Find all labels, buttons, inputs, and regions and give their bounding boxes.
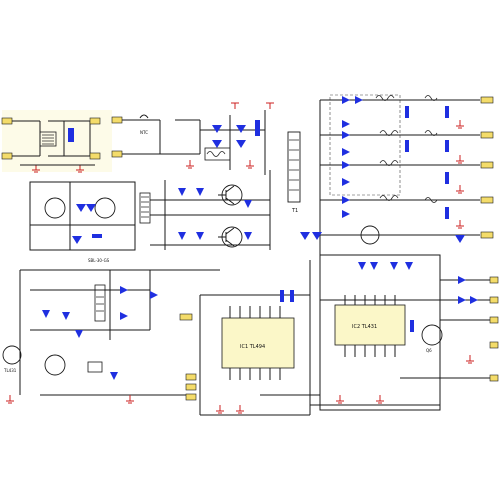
- output-tag-4: [480, 196, 494, 204]
- input-section: [1, 110, 112, 173]
- bridge-diode-1: [212, 125, 222, 133]
- driver-transistor-q4: [94, 197, 116, 219]
- bridge-diode-3: [236, 125, 246, 133]
- output-tag-1: [480, 96, 494, 104]
- out-tag-1: [89, 117, 101, 125]
- standby-out-tag: [179, 313, 193, 321]
- ic1-tag-3: [185, 393, 197, 401]
- secondary-outputs: [300, 94, 494, 260]
- standby-ic-label: TL431: [3, 368, 17, 373]
- ic1-tl494: IC1 TL494: [185, 260, 311, 416]
- output-tag-3: [480, 161, 494, 169]
- optocoupler: [87, 361, 103, 373]
- transformers: T1: [139, 131, 301, 224]
- output-tag-2: [480, 131, 494, 139]
- pg-outputs: [260, 276, 499, 406]
- ic2-label: IC2 TL431: [352, 324, 377, 330]
- ic2-region: IC2 TL431 Q6: [319, 254, 443, 411]
- sensor-label: SBL-30-GS: [88, 258, 110, 263]
- standby-transformer: [94, 284, 106, 322]
- thermistor-label: NTC: [140, 130, 148, 135]
- input-filter-choke: [39, 131, 57, 147]
- bridge-diode-4: [236, 140, 246, 148]
- bridge-diode-2: [212, 140, 222, 148]
- pg-tag-5: [489, 374, 499, 382]
- pg-tag-4: [489, 341, 499, 349]
- standby-transistor: [44, 354, 66, 376]
- output-regulator-q: [360, 225, 380, 245]
- pg-tag-3: [489, 316, 499, 324]
- protect-transistor-label: Q6: [426, 348, 432, 353]
- output-tag-5: [480, 231, 494, 239]
- ic1-tag-1: [185, 373, 197, 381]
- bulk-cap: [255, 120, 260, 136]
- switching-stage: [150, 170, 271, 250]
- driver-transistor-q3: [44, 197, 66, 219]
- input-cap-c1: [68, 128, 74, 142]
- input-connector-n: [1, 152, 13, 160]
- standby-supply: SBL-30-GS TL431: [2, 258, 220, 404]
- transformer-label: T1: [291, 208, 298, 214]
- ic1-tag-2: [185, 383, 197, 391]
- ic1-chip: [221, 317, 295, 369]
- rectifier-section: NTC: [111, 102, 274, 175]
- protect-transistor: [421, 324, 443, 346]
- pg-tag-2: [489, 296, 499, 304]
- ac-in-tag-1: [111, 116, 123, 124]
- drive-transformer: [139, 192, 151, 224]
- choke-l1: [204, 147, 231, 161]
- pg-tag-1: [489, 276, 499, 284]
- driver-block: [29, 181, 136, 251]
- input-connector-l: [1, 117, 13, 125]
- ic2-chip: [334, 304, 406, 346]
- standby-ic: [2, 345, 22, 365]
- ac-in-tag-2: [111, 150, 123, 158]
- out-tag-2: [89, 152, 101, 160]
- ic1-label: IC1 TL494: [240, 344, 265, 350]
- main-transformer: [287, 131, 301, 203]
